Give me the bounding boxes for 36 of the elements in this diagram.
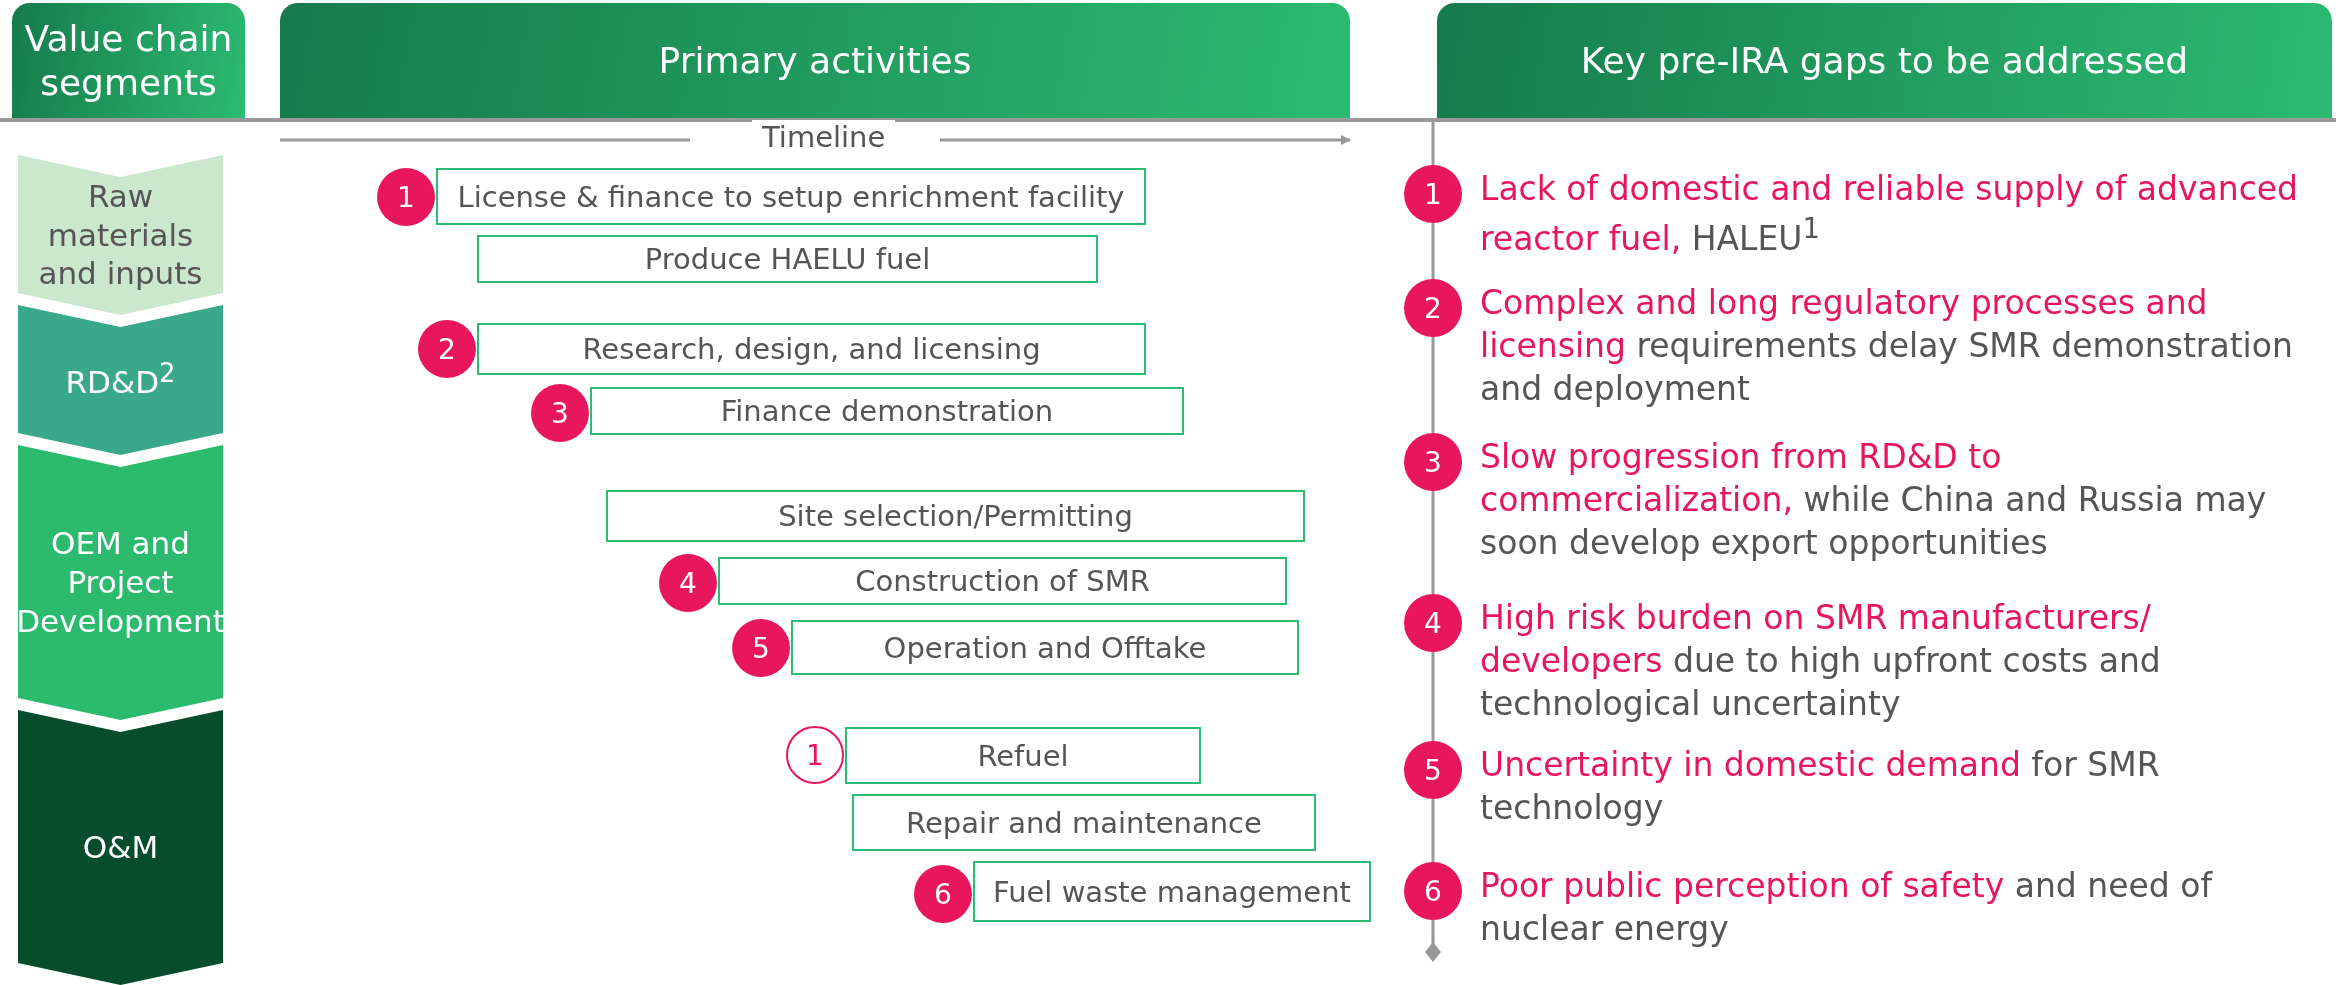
segment-band: RD&D$^{2}$ (18, 305, 223, 455)
segment-band: Raw materials and inputs (18, 155, 223, 315)
activity-bar: Produce HAELU fuel (477, 235, 1098, 283)
number-badge: 6 (914, 865, 972, 923)
activity-bar: License & finance to setup enrichment facility (436, 168, 1146, 225)
header-band: Value chain segments (12, 3, 245, 118)
activity-bar: Finance demonstration (590, 387, 1184, 435)
header-band: Primary activities (280, 3, 1350, 118)
activity-bar: Construction of SMR (718, 557, 1287, 605)
gap-description: Complex and long regulatory processes and licensing requirements delay SMR demonstration and deployment (1480, 282, 2294, 410)
number-badge: 4 (659, 554, 717, 612)
number-badge: 1 (1404, 165, 1462, 223)
number-badge: 3 (531, 384, 589, 442)
activity-bar: Fuel waste management (973, 861, 1371, 922)
activity-bar: Repair and maintenance (852, 794, 1316, 851)
header-band: Key pre-IRA gaps to be addressed (1437, 3, 2332, 118)
number-badge: 3 (1404, 433, 1462, 491)
number-badge: 5 (1404, 741, 1462, 799)
number-badge: 1 (377, 168, 435, 226)
gap-description: Lack of domestic and reliable supply of advanced reactor fuel, HALEU$^{1}$ (1480, 168, 2300, 260)
gap-description: High risk burden on SMR manufacturers/ developers due to high upfront costs and technological uncertainty (1480, 597, 2162, 725)
number-badge: 1 (786, 726, 844, 784)
number-badge: 5 (732, 619, 790, 677)
activity-bar: Research, design, and licensing (477, 323, 1146, 375)
number-badge: 2 (1404, 279, 1462, 337)
gap-description: Poor public perception of safety and need of nuclear energy (1480, 865, 2214, 950)
gap-description: Slow progression from RD&D to commercialization, while China and Russia may soon develop export opportunities (1480, 436, 2268, 564)
segment-band: OEM and Project Development (18, 445, 223, 720)
number-badge: 4 (1404, 594, 1462, 652)
gap-description: Uncertainty in domestic demand for SMR technology (1480, 744, 2161, 829)
activity-bar: Site selection/Permitting (606, 490, 1305, 542)
activity-bar: Operation and Offtake (791, 620, 1299, 675)
activity-bar: Refuel (845, 727, 1201, 784)
segment-band: O&M (18, 710, 223, 985)
number-badge: 2 (418, 320, 476, 378)
number-badge: 6 (1404, 862, 1462, 920)
